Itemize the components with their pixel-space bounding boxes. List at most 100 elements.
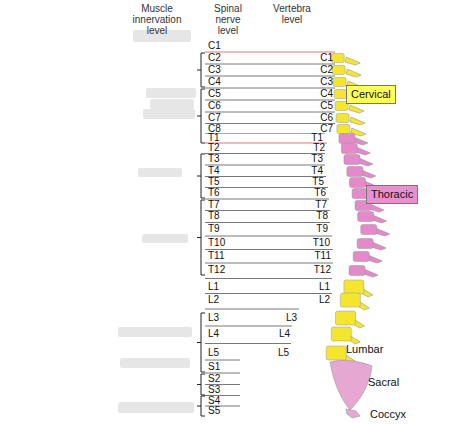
bracket [197,154,205,198]
column-header: Vertebra level [266,3,318,25]
level-line [205,210,330,211]
vertebra-level: T6 [314,188,326,198]
vertebra [347,167,376,179]
level-line [205,123,335,124]
vertebra-level: C2 [320,65,333,75]
vertebra-level: T1 [311,133,323,143]
level-line [205,293,332,294]
level-line [205,199,329,200]
level-line [205,309,299,310]
vertebra-level: L3 [286,313,297,323]
nerve-level: T7 [208,200,220,210]
blank-box [120,358,190,368]
blank-box [118,327,192,337]
nerve-level: T12 [208,265,225,275]
region-name: Thoracic [371,188,413,201]
vertebra-level: C6 [320,113,333,123]
level-line [205,263,333,264]
vertebra [349,266,378,278]
vertebra-level: L5 [278,348,289,358]
blank-box [118,402,194,413]
nerve-level: T2 [208,143,220,153]
vertebra-level: L1 [319,282,330,292]
vertebra [357,239,386,251]
nerve-level: L1 [208,282,219,292]
nerve-level: T5 [208,177,220,187]
vertebra-level: L4 [279,329,290,339]
nerve-level: C2 [208,53,221,63]
nerve-level: T3 [208,154,220,164]
vertebra-level: T2 [313,143,325,153]
vertebra [361,225,390,237]
bracket [197,53,205,87]
level-line [205,88,335,89]
vertebra-level: T12 [314,265,331,275]
region-name: Cervical [351,88,391,101]
nerve-level: T1 [208,133,220,143]
vertebra [332,66,361,78]
vertebra-level: T8 [316,211,328,221]
vertebra-level: T5 [312,177,324,187]
nerve-level: L4 [208,329,219,339]
vertebra-level: L2 [319,295,330,305]
vertebra-level: T4 [311,166,323,176]
bracket [197,374,205,395]
vertebra-level: C5 [320,101,333,111]
level-line [205,100,335,101]
vertebra [331,327,360,344]
nerve-level: S2 [208,374,220,384]
blank-box [143,109,195,119]
level-line [205,360,240,361]
nerve-level: S5 [208,406,220,416]
level-line [205,143,327,144]
level-line [205,76,335,77]
vertebra [340,293,369,310]
level-line [205,112,335,113]
nerve-level: C6 [208,101,221,111]
vertebra [358,212,387,224]
vertebra-level: T9 [316,224,328,234]
nerve-level: C3 [208,65,221,75]
level-line [205,236,332,237]
level-line [205,133,325,134]
sacrum [330,360,372,410]
bracket [197,200,205,275]
level-line [205,249,333,250]
region-box: Thoracic [366,185,418,204]
vertebra-level: T11 [315,251,332,261]
level-line [205,343,291,344]
bracket [197,313,205,372]
level-line [205,187,328,188]
nerve-level: T9 [208,224,220,234]
vertebra [336,114,365,126]
nerve-level: S3 [208,385,220,395]
vertebra [341,144,370,156]
vertebra-level: C1 [320,53,333,63]
blank-box [146,88,196,98]
nerve-level: T11 [208,251,225,261]
region-name: Coccyx [370,408,406,421]
vertebra-level: C3 [320,77,333,87]
vertebra-level: T7 [315,200,327,210]
level-line [205,165,325,166]
vertebra [331,54,360,66]
nerve-level: L2 [208,295,219,305]
nerve-level: T8 [208,211,220,221]
level-line [205,176,326,177]
nerve-level: L3 [208,313,219,323]
vertebra [336,311,365,328]
level-line [205,278,332,279]
bracket [197,396,205,416]
nerve-level: C1 [208,41,221,51]
region-name: Sacral [368,376,399,389]
blank-box [142,234,188,243]
coccyx-bone [346,409,360,418]
nerve-level: C4 [208,77,221,87]
vertebra [353,252,382,264]
nerve-level: L5 [208,348,219,358]
column-header: Muscle innervation level [122,3,192,36]
column-header: Spinal nerve level [206,3,250,36]
region-name: Lumbar [346,343,383,356]
nerve-level: S4 [208,396,220,406]
